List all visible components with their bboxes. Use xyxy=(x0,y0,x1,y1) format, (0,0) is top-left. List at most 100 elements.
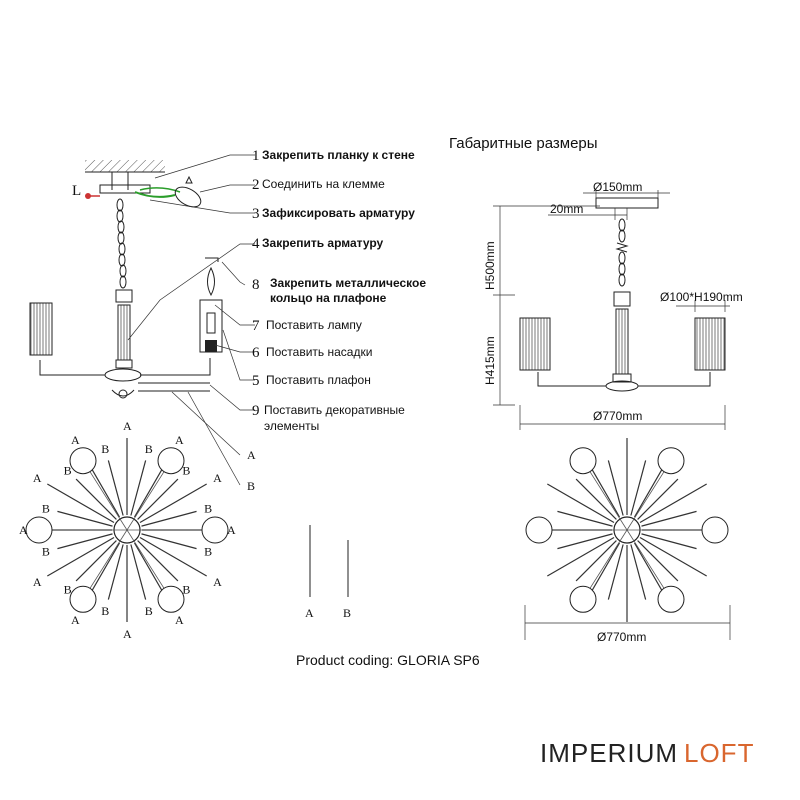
section-title: Габаритные размеры xyxy=(449,135,598,152)
decorative-rod xyxy=(641,533,697,550)
rod-label-a: A xyxy=(175,433,184,447)
shade-circle xyxy=(657,585,685,613)
arm xyxy=(82,460,128,531)
step-number: 9 xyxy=(252,403,260,419)
chain-front xyxy=(615,218,629,287)
shade-left-front xyxy=(519,317,551,371)
decorative-rod xyxy=(557,533,613,550)
dim-shade: Ø100*H190mm xyxy=(660,290,743,304)
rod-label-b: B xyxy=(182,582,190,596)
arm xyxy=(626,529,672,600)
rod-label-b: B xyxy=(204,501,212,515)
right-arm xyxy=(140,358,211,376)
rod-label-b: B xyxy=(182,464,190,478)
arm xyxy=(126,529,172,600)
brand-part2: LOFT xyxy=(684,738,754,768)
ceiling-hatch xyxy=(85,160,165,172)
rod-label-b: B xyxy=(42,545,50,559)
rods-legend: A B xyxy=(305,525,351,620)
step-number: 1 xyxy=(252,148,260,164)
decorative-rod xyxy=(630,460,647,516)
rod-label-a: A xyxy=(33,471,42,485)
decorative-rod xyxy=(141,533,197,550)
shade-circle xyxy=(201,516,229,544)
decorative-rod xyxy=(575,478,617,520)
step-text-line2: кольцо на плафоне xyxy=(270,291,387,305)
decorative-rod xyxy=(575,540,617,582)
step-text: Поставить плафон xyxy=(266,373,371,387)
step-text: Зафиксировать арматуру xyxy=(262,206,415,220)
decorative-rod xyxy=(107,460,124,516)
rod-b-label: B xyxy=(343,606,351,620)
decorative-rod xyxy=(130,460,147,516)
rod-label-b: B xyxy=(64,464,72,478)
rod-label-a: A xyxy=(33,575,42,589)
brand-part1: IMPERIUM xyxy=(540,738,678,768)
decorative-rod xyxy=(107,544,124,600)
shade-circle xyxy=(657,447,685,475)
dim-canopy: Ø150mm xyxy=(593,180,642,194)
arm xyxy=(126,460,172,531)
product-coding: Product coding: GLORIA SP6 xyxy=(296,652,480,668)
step-text: Поставить декоративные xyxy=(264,403,405,417)
decorative-rod xyxy=(75,540,117,582)
decorative-rod xyxy=(47,483,115,524)
step-number: 4 xyxy=(252,236,260,252)
arm xyxy=(582,460,628,531)
decorative-rod xyxy=(130,544,147,600)
top-view-dimensioned: Ø770mm xyxy=(524,438,731,644)
rod-label-b: B xyxy=(101,442,109,456)
decorative-rod xyxy=(47,536,115,577)
rod-label-a: A xyxy=(19,523,28,537)
decorative-rod xyxy=(137,478,179,520)
shade-circle xyxy=(525,516,553,544)
rod-label-a: A xyxy=(123,419,132,433)
decorative-rod xyxy=(607,460,624,516)
hub xyxy=(104,368,142,382)
letter-l: L xyxy=(72,183,81,199)
shade-circle xyxy=(69,585,97,613)
dim-body: H415mm xyxy=(483,336,497,385)
left-arm xyxy=(39,360,105,376)
rod-label-a: A xyxy=(175,613,184,627)
decorative-rod xyxy=(57,510,113,527)
canopy xyxy=(595,197,659,209)
step-number: 6 xyxy=(252,345,260,361)
rod-label-b: B xyxy=(247,479,255,493)
candle-bulb xyxy=(207,266,215,297)
rod-label-b: B xyxy=(42,501,50,515)
step-number: 7 xyxy=(252,318,260,334)
arm xyxy=(626,460,672,531)
decorative-rod xyxy=(639,536,707,577)
step-number: 2 xyxy=(252,177,260,193)
rod-label-a: A xyxy=(213,575,222,589)
left-shade xyxy=(29,302,53,356)
decorative-rod xyxy=(137,540,179,582)
dim-width-top: Ø770mm xyxy=(597,630,646,644)
step-text: Поставить лампу xyxy=(266,318,362,332)
shade-right-front xyxy=(694,317,726,371)
shade-circle xyxy=(157,447,185,475)
chain xyxy=(116,198,127,289)
decorative-rod xyxy=(557,510,613,527)
arm xyxy=(82,529,128,600)
shade-circle xyxy=(569,447,597,475)
step-text: Соединить на клемме xyxy=(262,177,385,191)
column-cap xyxy=(115,289,133,303)
dim-chain: H500mm xyxy=(483,241,497,290)
rod-label-a: A xyxy=(227,523,236,537)
decorative-rod xyxy=(139,483,207,524)
shade-circle xyxy=(157,585,185,613)
rod-label-a: A xyxy=(71,433,80,447)
dimensions-front: Габаритные размеры Ø150mm 20mm xyxy=(449,135,743,430)
shade-circle xyxy=(701,516,729,544)
step-number: 3 xyxy=(252,206,260,222)
decorative-rod xyxy=(607,544,624,600)
shade-circle xyxy=(569,585,597,613)
rod-label-a: A xyxy=(213,471,222,485)
leader-lines xyxy=(127,154,255,486)
decorative-rod xyxy=(141,510,197,527)
shade-circle xyxy=(69,447,97,475)
